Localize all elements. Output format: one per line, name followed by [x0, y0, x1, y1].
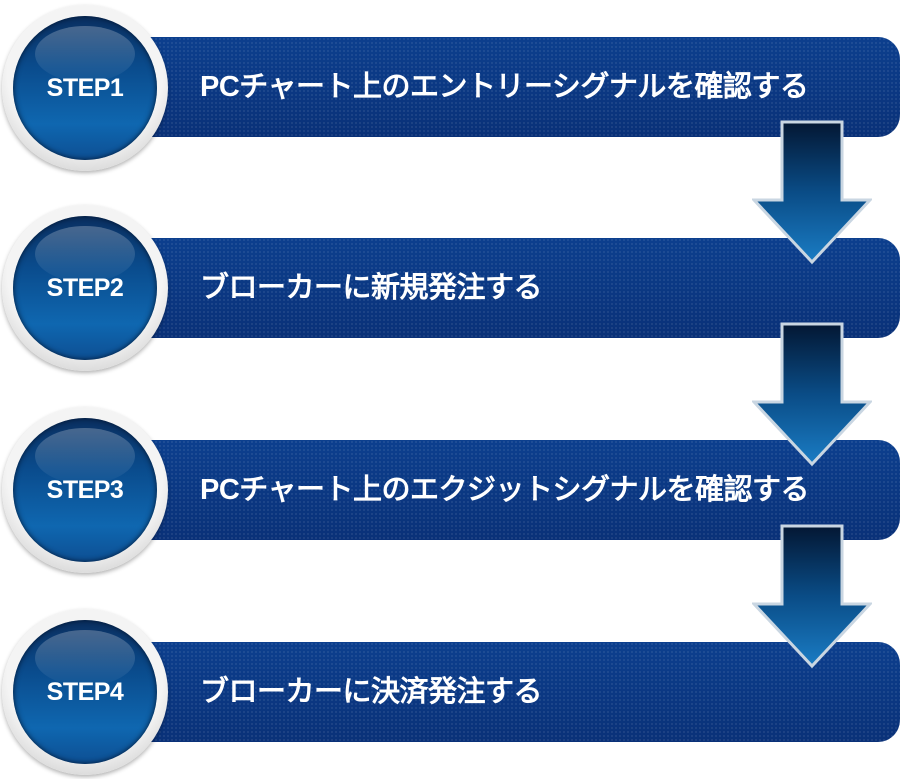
step-text: ブローカーに新規発注する	[200, 272, 543, 304]
down-arrow-icon	[752, 322, 872, 467]
step-text: ブローカーに決済発注する	[200, 676, 543, 708]
step-label: STEP3	[46, 476, 124, 504]
step-badge: STEP4	[2, 609, 168, 775]
step-bar: PCチャート上のエントリーシグナルを確認する	[150, 37, 900, 137]
step-badge: STEP3	[2, 407, 168, 573]
step-bar: PCチャート上のエクジットシグナルを確認する	[150, 440, 900, 540]
step-badge: STEP1	[2, 5, 168, 171]
step-bar: ブローカーに決済発注する	[150, 642, 900, 742]
step-text: PCチャート上のエントリーシグナルを確認する	[200, 71, 809, 103]
step-text: PCチャート上のエクジットシグナルを確認する	[200, 474, 810, 506]
step-label: STEP1	[46, 74, 124, 102]
down-arrow-icon	[752, 120, 872, 265]
step-label: STEP2	[46, 274, 124, 302]
step-bar: ブローカーに新規発注する	[150, 238, 900, 338]
down-arrow-icon	[752, 524, 872, 669]
step-label: STEP4	[46, 678, 124, 706]
step-badge: STEP2	[2, 205, 168, 371]
